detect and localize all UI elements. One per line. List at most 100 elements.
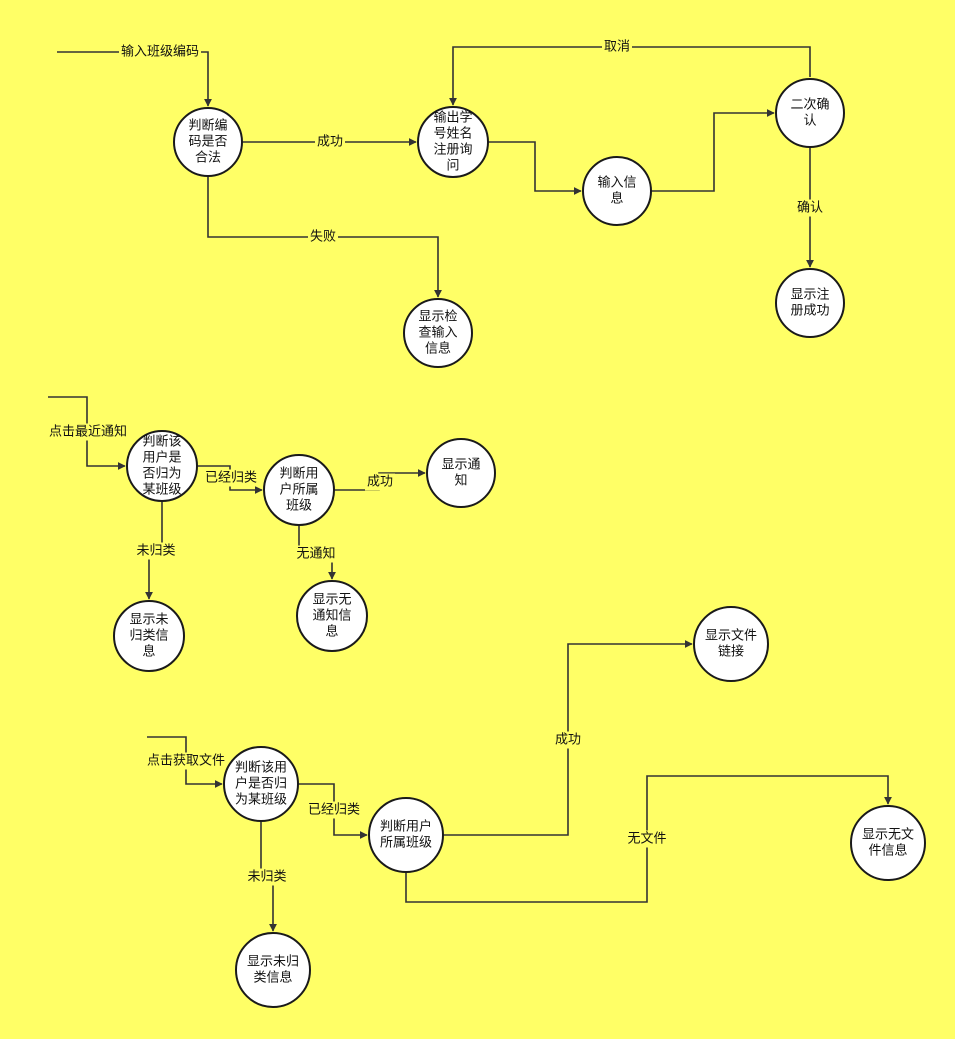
node-show-no-file-text-line: 显示无文 bbox=[862, 828, 914, 843]
edge-success-2-label: 成功 bbox=[367, 475, 393, 490]
edge-success-3-label: 成功 bbox=[555, 733, 581, 748]
node-show-unclassified-1-text-line: 息 bbox=[142, 644, 155, 660]
node-output-register-info-text-line: 号姓名 bbox=[433, 126, 472, 142]
node-show-check-input-text-line: 信息 bbox=[425, 341, 451, 357]
edge-cancel-label: 取消 bbox=[604, 40, 630, 55]
edge-to-input-info-line bbox=[488, 141, 582, 195]
edge-input-class-code-label-bg bbox=[119, 43, 201, 61]
node-input-info-text-line: 息 bbox=[610, 191, 623, 207]
node-check-user-class-2-text-line: 判断该用 bbox=[235, 761, 287, 776]
edge-success-1-label: 成功 bbox=[317, 135, 343, 150]
nodes-layer: 判断编码是否合法输出学号姓名注册询问输入信息二次确认显示注册成功显示检查输入信息… bbox=[113, 78, 926, 1008]
node-double-confirm-text-line: 认 bbox=[803, 114, 816, 129]
node-double-confirm-text-line: 二次确 bbox=[790, 97, 829, 113]
edge-classified-2-label-bg bbox=[306, 801, 362, 819]
edge-confirm: 确认 bbox=[795, 147, 825, 268]
node-check-user-belong-1-text-line: 班级 bbox=[286, 499, 312, 514]
edge-no-file-label-bg bbox=[625, 830, 669, 848]
edge-fail-label: 失败 bbox=[310, 230, 336, 245]
edge-to-input-info bbox=[488, 141, 582, 195]
edge-no-file: 无文件 bbox=[405, 775, 892, 903]
node-check-user-class-1-text-line: 判断该 bbox=[142, 435, 181, 450]
node-check-user-belong-2-text-line: 判断用户 bbox=[380, 819, 432, 835]
node-check-user-belong-1-circle bbox=[263, 454, 335, 526]
node-show-no-notice-circle bbox=[296, 580, 368, 652]
node-check-code-circle bbox=[173, 107, 243, 177]
node-show-no-notice-text-line: 息 bbox=[325, 624, 338, 640]
edge-success-1: 成功 bbox=[242, 133, 417, 151]
node-output-register-info-circle bbox=[417, 106, 489, 178]
edge-click-file-label: 点击获取文件 bbox=[147, 754, 225, 769]
edge-unclassified-1: 未归类 bbox=[134, 501, 178, 600]
edge-unclassified-2-label-bg bbox=[245, 868, 289, 886]
node-check-user-class-2-text-line: 为某班级 bbox=[235, 793, 287, 808]
node-check-user-belong-1-text-line: 户所属 bbox=[279, 482, 318, 498]
node-check-user-class-2-text-line: 户是否归 bbox=[235, 776, 287, 792]
edge-no-notice: 无通知 bbox=[294, 525, 338, 580]
node-show-file-link-text-line: 显示文件 bbox=[705, 629, 757, 644]
node-show-register-success-text-line: 册成功 bbox=[790, 304, 829, 319]
edge-unclassified-1-label-bg bbox=[134, 542, 178, 560]
node-check-user-belong-2-circle bbox=[368, 797, 444, 873]
node-show-no-notice-text-line: 通知信 bbox=[312, 608, 351, 624]
node-show-file-link-circle bbox=[693, 606, 769, 682]
edge-success-2-label-bg bbox=[365, 473, 395, 491]
edge-fail-label-bg bbox=[308, 228, 338, 246]
edge-success-3: 成功 bbox=[443, 640, 693, 836]
node-input-info-circle bbox=[582, 156, 652, 226]
node-show-check-input-text-line: 显示检 bbox=[418, 310, 457, 325]
node-show-check-input-text-line: 查输入 bbox=[418, 325, 457, 341]
edge-success-2: 成功 bbox=[334, 469, 426, 491]
edge-unclassified-2-label: 未归类 bbox=[247, 870, 286, 885]
edge-classified-2-label: 已经归类 bbox=[308, 803, 360, 818]
edge-no-notice-label: 无通知 bbox=[296, 546, 335, 562]
edge-fail: 失败 bbox=[207, 176, 442, 298]
edge-cancel-label-bg bbox=[602, 38, 632, 56]
node-show-check-input-circle bbox=[403, 298, 473, 368]
edge-to-confirm bbox=[651, 109, 775, 192]
node-check-user-class-1-text-line: 用户是 bbox=[142, 450, 181, 466]
edge-classified-1-label: 已经归类 bbox=[205, 471, 257, 486]
edge-click-notice-label: 点击最近通知 bbox=[49, 424, 127, 440]
node-check-user-class-1-text-line: 某班级 bbox=[142, 483, 181, 498]
node-show-no-notice-text-line: 显示无 bbox=[312, 593, 351, 608]
node-check-code-text-line: 判断编 bbox=[188, 119, 227, 134]
edge-to-confirm-line bbox=[651, 109, 775, 192]
edge-click-notice-label-bg bbox=[47, 423, 129, 441]
edge-classified-1: 已经归类 bbox=[197, 465, 263, 494]
edge-classified-1-label-bg bbox=[203, 469, 259, 487]
edge-confirm-label-bg bbox=[795, 199, 825, 217]
node-check-user-class-1-text-line: 否归为 bbox=[142, 467, 181, 482]
edges-layer: 输入班级编码成功失败取消确认点击最近通知已经归类未归类成功无通知点击获取文件已经… bbox=[47, 38, 892, 932]
edge-input-class-code-line bbox=[57, 51, 212, 107]
node-show-unclassified-1-text-line: 归类信 bbox=[129, 629, 168, 644]
node-output-register-info-text-line: 注册询 bbox=[433, 143, 472, 158]
edge-confirm-label: 确认 bbox=[797, 201, 823, 216]
node-show-unclassified-1-text-line: 显示未 bbox=[129, 613, 168, 628]
edge-success-1-label-bg bbox=[315, 133, 345, 151]
node-output-register-info-text-line: 输出学 bbox=[433, 110, 472, 126]
node-output-register-info-text-line: 问 bbox=[446, 159, 459, 174]
node-show-file-link-text-line: 链接 bbox=[718, 644, 744, 660]
node-check-user-belong-2-text-line: 所属班级 bbox=[380, 836, 432, 851]
node-check-user-class-2-circle bbox=[223, 746, 299, 822]
node-show-notice-text-line: 知 bbox=[454, 473, 467, 489]
edge-click-file-label-bg bbox=[145, 752, 227, 770]
edge-input-class-code-label: 输入班级编码 bbox=[121, 44, 199, 60]
edge-no-file-label: 无文件 bbox=[627, 832, 666, 847]
